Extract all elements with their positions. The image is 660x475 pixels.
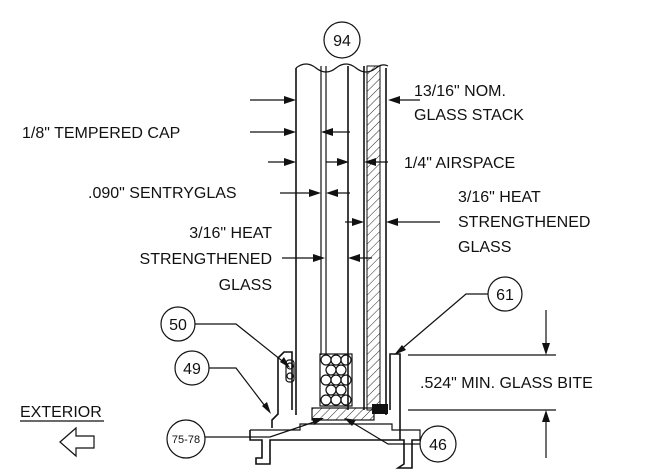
heat-right-label-line3: GLASS bbox=[458, 239, 511, 256]
tempered-cap-arrows bbox=[250, 128, 350, 136]
callout-50: 50 bbox=[160, 306, 290, 368]
nominal-stack-label-line1: 13/16" NOM. bbox=[414, 83, 506, 100]
callout-50-text: 50 bbox=[169, 317, 187, 334]
callout-94-text: 94 bbox=[333, 33, 351, 50]
glass-stack bbox=[295, 63, 389, 415]
nominal-stack-label-line2: GLASS STACK bbox=[414, 107, 524, 124]
callout-46-text: 46 bbox=[429, 437, 447, 454]
heat-right-label-line2: STRENGTHENED bbox=[458, 214, 590, 231]
heat-left-arrows bbox=[282, 254, 372, 262]
callout-49: 49 bbox=[174, 350, 271, 414]
airspace-label: 1/4" AIRSPACE bbox=[404, 155, 515, 172]
callout-61-text: 61 bbox=[496, 287, 514, 304]
airspace-arrows bbox=[268, 158, 388, 166]
heat-right-label-line1: 3/16" HEAT bbox=[458, 189, 541, 206]
hatched-interior-lite bbox=[366, 65, 381, 411]
heat-left-label-line2: STRENGTHENED bbox=[140, 251, 272, 268]
heat-right-arrows bbox=[345, 218, 440, 226]
nominal-stack-dimension bbox=[250, 96, 420, 104]
sentryglas-arrows bbox=[280, 189, 350, 197]
callout-94: 94 bbox=[323, 21, 361, 59]
heat-left-label-line3: GLASS bbox=[219, 277, 272, 294]
tempered-cap-label: 1/8" TEMPERED CAP bbox=[22, 125, 180, 142]
callout-75-78: 75-78 bbox=[166, 418, 324, 459]
glass-bite-dimension bbox=[408, 310, 556, 458]
callout-75-78-text: 75-78 bbox=[172, 434, 200, 446]
callout-61: 61 bbox=[394, 276, 523, 355]
exterior-arrow-icon bbox=[59, 426, 95, 458]
glass-bite-label: .524" MIN. GLASS BITE bbox=[420, 375, 593, 392]
exterior-label: EXTERIOR bbox=[20, 404, 102, 421]
sentryglas-label: .090" SENTRYGLAS bbox=[88, 185, 237, 202]
heat-left-label-line1: 3/16" HEAT bbox=[189, 225, 272, 242]
callout-49-text: 49 bbox=[183, 361, 201, 378]
frame-extrusion bbox=[249, 351, 421, 469]
callout-46: 46 bbox=[344, 418, 457, 463]
